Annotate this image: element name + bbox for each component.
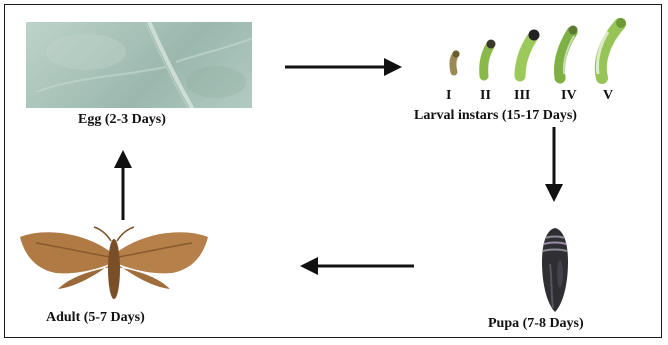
arrow-down-icon [545,127,563,202]
arrow-left-icon [300,257,414,275]
arrow-right-icon [285,58,402,76]
arrow-up-icon [114,150,132,220]
